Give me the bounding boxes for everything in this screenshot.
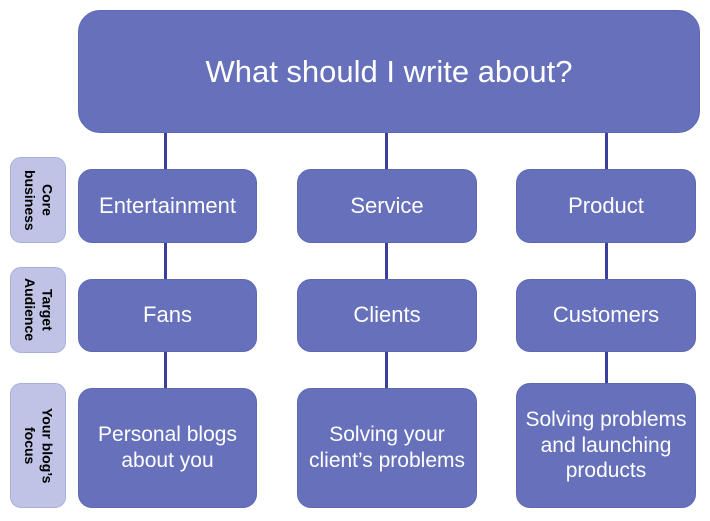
row-label-target-audience-line1: Target bbox=[39, 289, 56, 331]
connector-root-to-entertainment bbox=[164, 133, 167, 169]
node-target-audience-clients[interactable]: Clients bbox=[297, 279, 477, 352]
node-core-business-entertainment[interactable]: Entertainment bbox=[78, 169, 257, 243]
connector-fans-to-personal-blogs bbox=[164, 352, 167, 388]
row-label-core-business[interactable]: Core business bbox=[10, 157, 66, 243]
connector-service-to-clients bbox=[385, 243, 388, 279]
node-target-audience-customers[interactable]: Customers bbox=[516, 279, 696, 352]
connector-customers-to-solving-problems-launching bbox=[605, 352, 608, 388]
row-label-target-audience-line2: Audience bbox=[22, 278, 38, 342]
node-core-business-service[interactable]: Service bbox=[297, 169, 477, 243]
row-label-your-blogs-focus[interactable]: Your blog’s focus bbox=[10, 383, 66, 508]
connector-clients-to-solving-client-problems bbox=[385, 352, 388, 388]
node-blog-focus-solving-problems-launching-products[interactable]: Solving problems and launching products bbox=[516, 383, 696, 508]
node-target-audience-fans[interactable]: Fans bbox=[78, 279, 257, 352]
connector-root-to-product bbox=[605, 133, 608, 169]
row-label-core-business-line1: Core bbox=[39, 184, 56, 216]
node-blog-focus-personal-blogs[interactable]: Personal blogs about you bbox=[78, 388, 257, 508]
row-label-target-audience[interactable]: Target Audience bbox=[10, 267, 66, 353]
row-label-your-blogs-focus-line1: Your blog’s bbox=[39, 407, 56, 484]
connector-product-to-customers bbox=[605, 243, 608, 279]
connector-entertainment-to-fans bbox=[164, 243, 167, 279]
row-label-your-blogs-focus-line2: focus bbox=[22, 426, 38, 465]
root-node-question[interactable]: What should I write about? bbox=[78, 10, 700, 133]
node-core-business-product[interactable]: Product bbox=[516, 169, 696, 243]
row-label-core-business-line2: business bbox=[22, 169, 38, 231]
node-blog-focus-solving-client-problems[interactable]: Solving your client’s problems bbox=[297, 388, 477, 508]
connector-root-to-service bbox=[385, 133, 388, 169]
